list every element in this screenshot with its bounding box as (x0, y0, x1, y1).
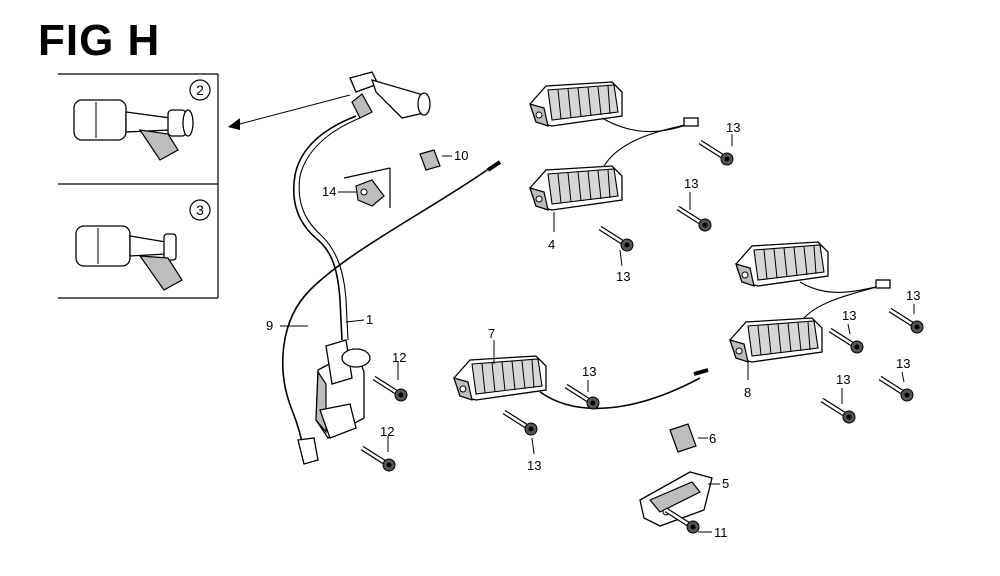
callout-13-i: 13 (527, 458, 541, 473)
bolt-13-e (830, 330, 863, 353)
callout-1: 1 (366, 312, 373, 327)
stator-coil-4 (529, 165, 623, 211)
callout-13-b: 13 (684, 176, 698, 191)
callout-13-d: 13 (906, 288, 920, 303)
figure-title: FIG H (38, 16, 161, 65)
callout-8: 8 (744, 385, 751, 400)
stator-coil-8 (729, 317, 823, 363)
callout-13-g: 13 (836, 372, 850, 387)
inset-panel: 2 3 (58, 73, 219, 299)
bolt-13-a (700, 142, 733, 165)
plug-cap-variant-3 (75, 225, 183, 291)
bolt-12-upper (374, 378, 407, 401)
stator-coil-7 (453, 355, 547, 401)
variant-3-label: 3 (196, 202, 204, 218)
callout-10: 10 (454, 148, 468, 163)
callout-4: 4 (548, 237, 555, 252)
callout-7: 7 (488, 326, 495, 341)
bolt-13-i (504, 412, 537, 435)
callout-9: 9 (266, 318, 273, 333)
clip-part-14 (355, 179, 385, 207)
callout-12-lower: 12 (380, 424, 394, 439)
stator-coil-upper-a (529, 81, 623, 127)
callout-13-e: 13 (842, 308, 856, 323)
variant-2-badge (189, 79, 211, 101)
variant-2-label: 2 (196, 82, 204, 98)
callout-13-f: 13 (896, 356, 910, 371)
coil-4-wire-b (603, 123, 691, 167)
variant-3-badge (189, 199, 211, 221)
plug-cap-variant-2 (73, 99, 194, 161)
ignition-coil (293, 71, 431, 439)
ground-wire (282, 160, 502, 465)
callout-5: 5 (722, 476, 729, 491)
coil-7-wire (539, 377, 701, 410)
callout-6: 6 (709, 431, 716, 446)
callout-11: 11 (714, 525, 728, 540)
bolt-12-lower (362, 448, 395, 471)
callout-13-a: 13 (726, 120, 740, 135)
callout-14: 14 (322, 184, 336, 199)
bolt-13-f (880, 378, 913, 401)
callouts: 1 9 12 12 10 14 13 13 13 4 13 13 13 13 8… (266, 120, 920, 540)
coil-8-wire-b (803, 285, 881, 319)
bolt-13-b (678, 208, 711, 231)
coil-4-connector (683, 117, 699, 127)
callout-13-c: 13 (616, 269, 630, 284)
part-14-group (343, 167, 391, 208)
callout-12-upper: 12 (392, 350, 406, 365)
clip-part-10 (419, 149, 441, 171)
coil-8-wire-a (799, 281, 881, 293)
bolt-13-c (600, 228, 633, 251)
bolt-13-g (822, 400, 855, 423)
stator-coil-upper-b (735, 241, 829, 287)
bolt-13-d (890, 310, 923, 333)
clip-part-6 (669, 423, 697, 453)
reference-arrow (228, 94, 351, 130)
callout-13-h: 13 (582, 364, 596, 379)
coil-8-connector (875, 279, 891, 289)
coil-4-wire-a (601, 117, 691, 133)
